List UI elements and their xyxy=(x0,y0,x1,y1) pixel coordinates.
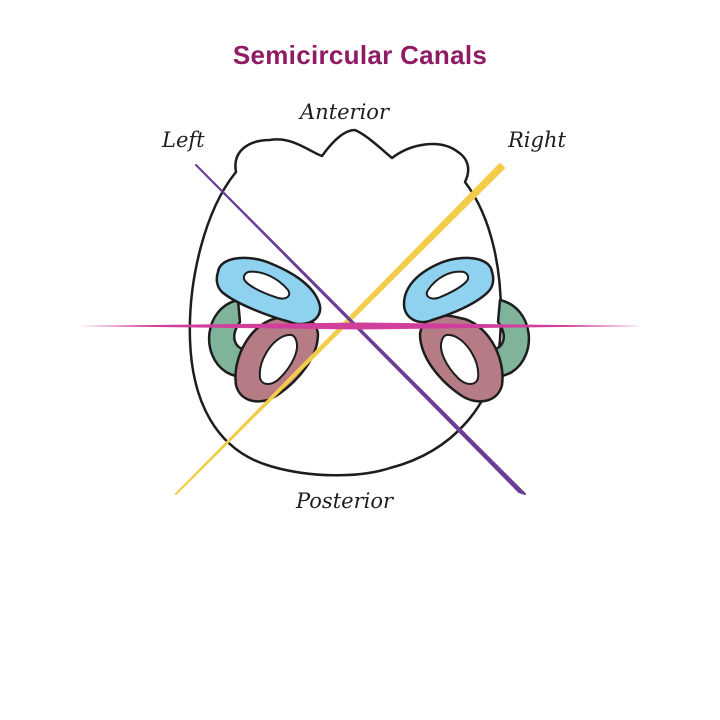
right-label: Right xyxy=(508,128,566,152)
left-anterior-lumen xyxy=(242,270,291,300)
horizontal-plane-line xyxy=(78,322,642,330)
right-anterior-lumen xyxy=(425,270,470,300)
left-posterior-lumen xyxy=(258,333,298,385)
left-label: Left xyxy=(162,128,205,152)
diagram-title: Semicircular Canals xyxy=(232,40,488,70)
right-posterior-lumen xyxy=(440,333,480,385)
posterior-label: Posterior xyxy=(296,489,394,513)
left-inner-ear xyxy=(207,256,322,403)
right-inner-ear xyxy=(402,256,531,403)
anterior-label: Anterior xyxy=(300,100,389,124)
